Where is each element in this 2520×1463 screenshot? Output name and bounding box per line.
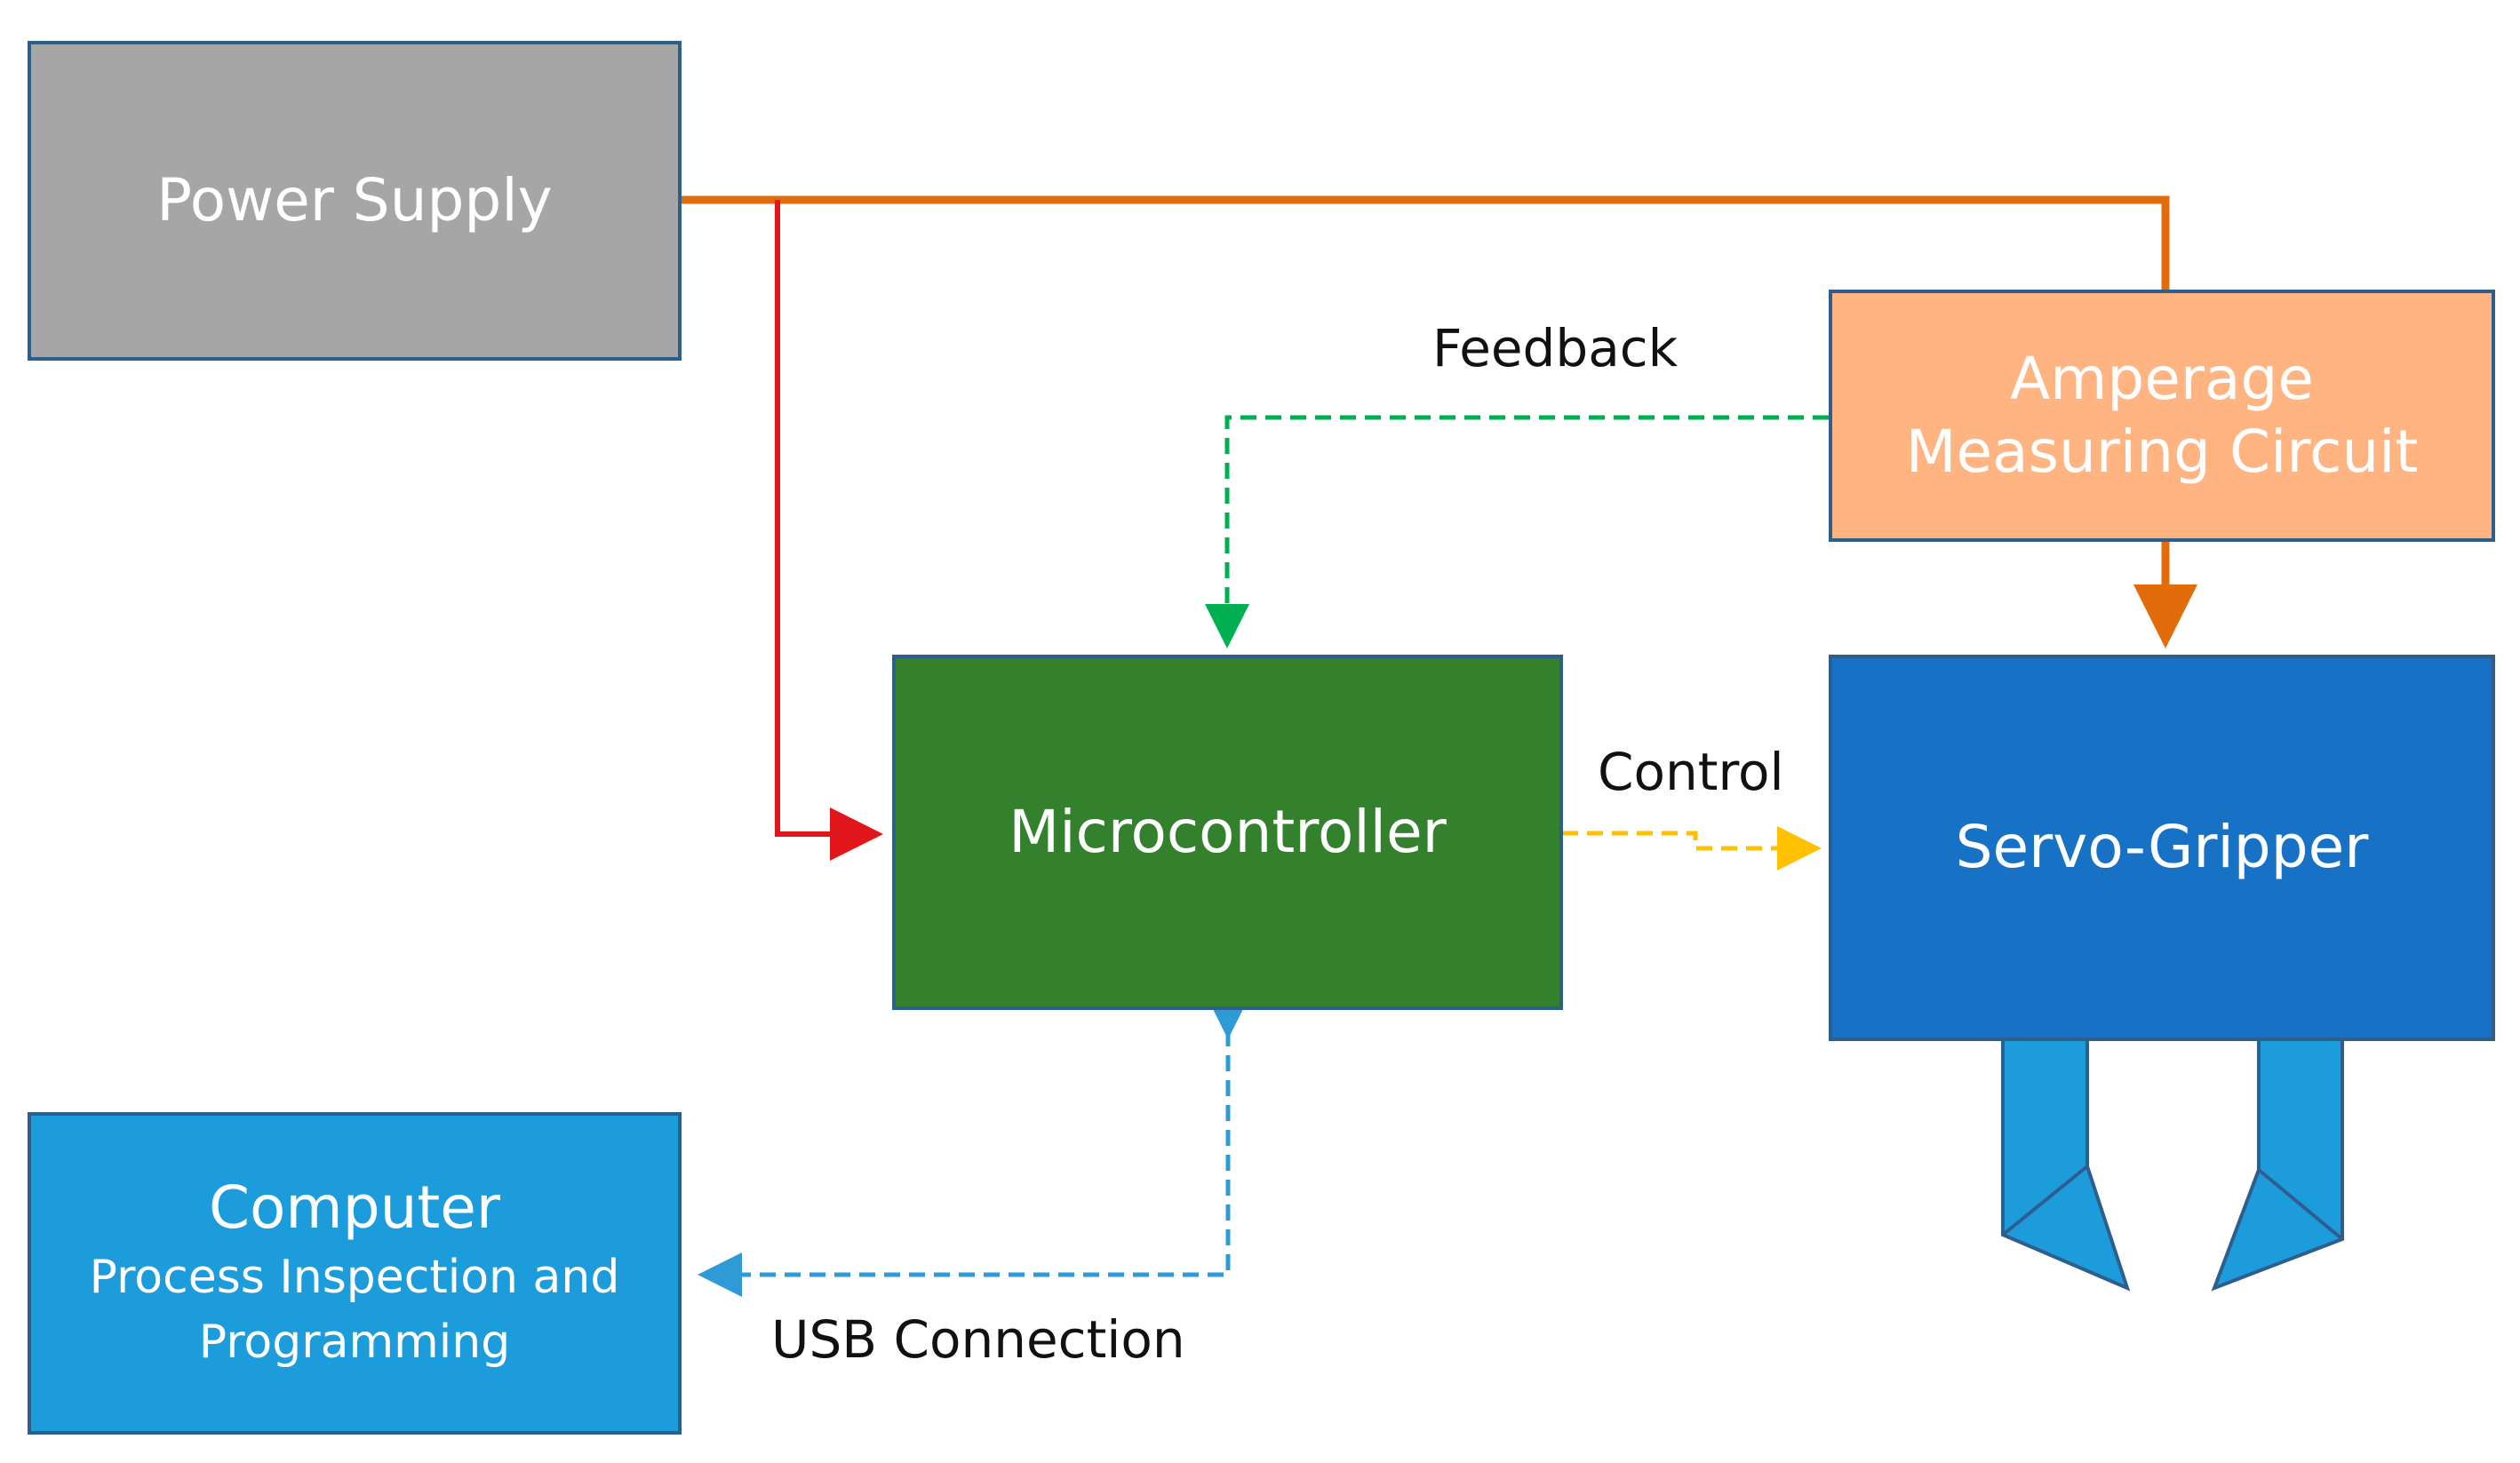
usb-connection-label: USB Connection — [771, 1309, 1185, 1370]
power-supply-label: Power Supply — [156, 165, 553, 235]
gripper-right-finger — [2211, 1038, 2344, 1292]
gripper-fingers — [2001, 1038, 2344, 1292]
computer-subtitle: Process Inspection and Programming — [89, 1250, 620, 1369]
power-supply-block: Power Supply — [28, 41, 682, 361]
control-label: Control — [1598, 742, 1784, 802]
feedback-label: Feedback — [1432, 318, 1679, 378]
control-arrow — [1562, 826, 1822, 871]
servo-gripper-block: Servo-Gripper — [1829, 655, 2495, 1041]
amperage-measuring-circuit-block: Amperage Measuring Circuit — [1829, 290, 2495, 542]
power-to-microcontroller-arrow — [775, 200, 883, 861]
gripper-right-finger-edge — [2257, 1168, 2344, 1241]
gripper-left-finger-edge — [2001, 1165, 2089, 1236]
power-to-amperage-line — [681, 195, 2170, 290]
amperage-measuring-circuit-label: Amperage Measuring Circuit — [1905, 344, 2419, 487]
computer-label: Computer — [208, 1173, 501, 1243]
usb-connection-arrow — [698, 995, 1250, 1297]
microcontroller-block: Microcontroller — [892, 655, 1563, 1010]
gripper-left-finger — [2001, 1038, 2131, 1292]
computer-block: Computer Process Inspection and Programm… — [28, 1112, 682, 1435]
servo-gripper-label: Servo-Gripper — [1955, 813, 2369, 882]
feedback-arrow — [1205, 415, 1829, 648]
microcontroller-label: Microcontroller — [1009, 797, 1447, 866]
